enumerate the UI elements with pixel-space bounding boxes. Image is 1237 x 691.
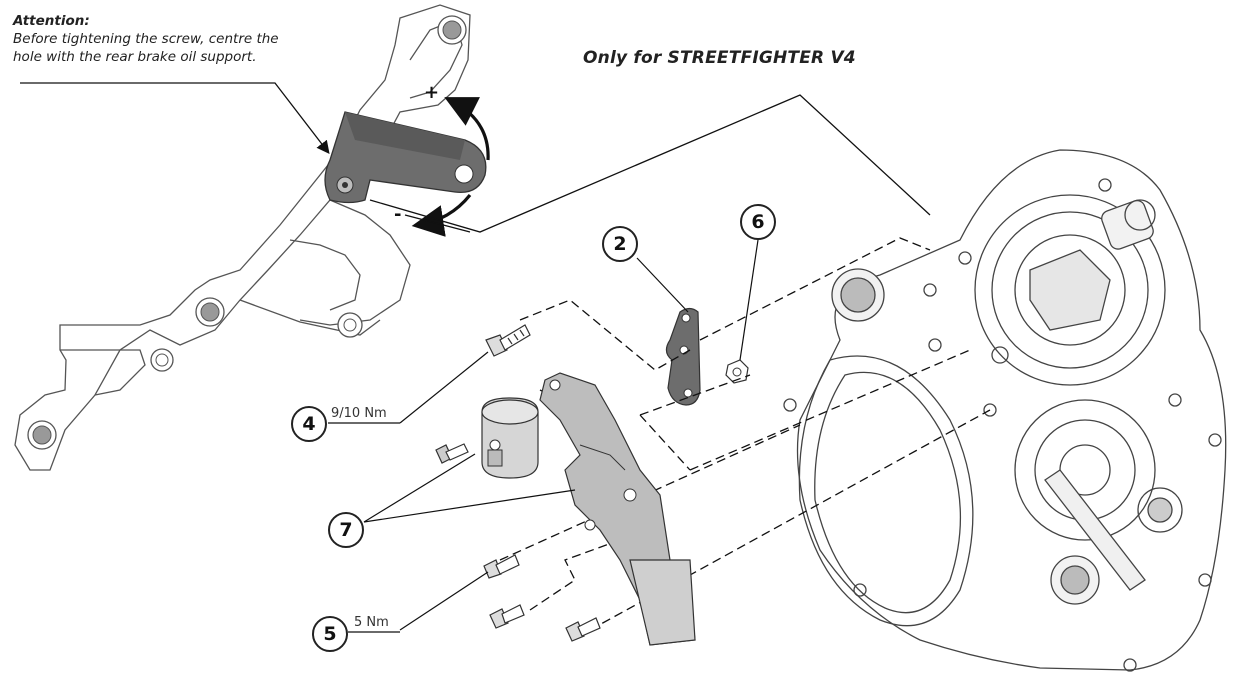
part-5-leader xyxy=(399,571,489,631)
minus-sign: - xyxy=(394,204,402,225)
frame-holes xyxy=(27,15,467,450)
part-2-leader xyxy=(636,257,689,313)
attention-line-1: Before tightening the screw, centre the xyxy=(13,31,279,47)
part-7-small-screw xyxy=(435,443,469,464)
attention-heading: Attention: xyxy=(13,13,90,29)
frame-bracket-outline xyxy=(14,4,471,471)
part-5-screws xyxy=(483,554,601,642)
part-7-support-bracket xyxy=(539,372,696,646)
attention-pointer xyxy=(20,82,330,155)
connector-lines xyxy=(369,94,931,233)
part-6-leader xyxy=(739,239,759,361)
torque-underlines xyxy=(328,422,400,633)
callout-4: 4 xyxy=(291,406,327,442)
part-7-reservoir xyxy=(481,397,539,479)
callout-7: 7 xyxy=(328,512,364,548)
diagram-title: Only for STREETFIGHTER V4 xyxy=(583,48,856,68)
callout-2: 2 xyxy=(602,226,638,262)
torque-label-4: 9/10 Nm xyxy=(331,406,387,421)
part-2-bracket xyxy=(665,307,701,406)
part-7-leaders xyxy=(363,453,576,523)
callout-6: 6 xyxy=(740,204,776,240)
callout-5: 5 xyxy=(312,616,348,652)
part-4-leader xyxy=(399,351,489,424)
attention-note: Attention: Before tightening the screw, … xyxy=(13,12,279,66)
part-4-screw xyxy=(485,324,531,357)
brake-oil-support-bracket xyxy=(324,111,487,204)
engine-cover xyxy=(783,149,1227,672)
attention-line-2: hole with the rear brake oil support. xyxy=(13,49,257,65)
rotation-arrows xyxy=(411,97,490,237)
torque-label-5: 5 Nm xyxy=(354,615,389,630)
plus-sign: + xyxy=(424,82,440,103)
